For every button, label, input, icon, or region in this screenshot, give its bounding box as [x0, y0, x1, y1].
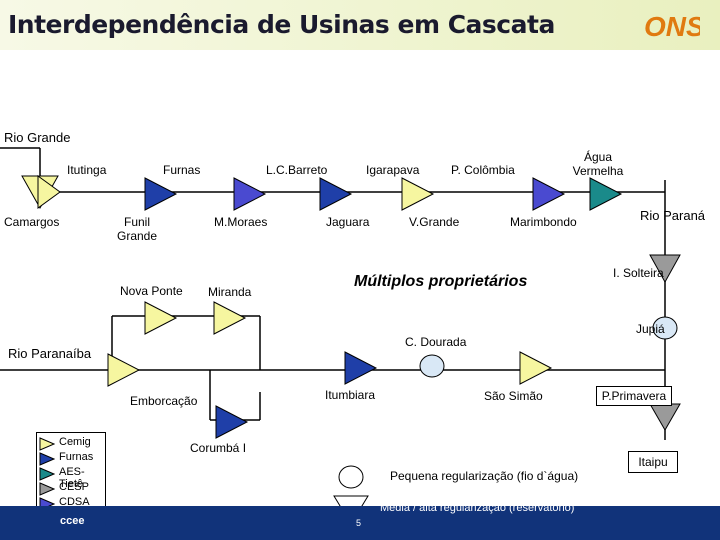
plant-furnas [144, 177, 178, 211]
label-itaipu: Itaipu [628, 451, 678, 473]
label-jupia: Jupiá [636, 322, 665, 336]
label-igarapava: Igarapava [366, 163, 420, 177]
ccee-logo: ccee [60, 515, 85, 527]
label-jaguara: Jaguara [326, 215, 370, 229]
plant-marimbondo [589, 177, 623, 211]
plant-igarapava [319, 177, 353, 211]
label-corumba: Corumbá I [190, 441, 247, 455]
header-bar: Interdependência de Usinas em Cascata ON… [0, 0, 720, 50]
page-number: 5 [356, 518, 362, 528]
label-agua-vermelha: Água Vermelha [572, 150, 624, 178]
legend-item: Cemig [37, 436, 105, 451]
legend-medium-reg-text: Média / alta regularização (reservatório… [380, 502, 575, 514]
plant-c-dourada [419, 354, 445, 378]
label-i-solteira: I. Solteira [613, 266, 664, 280]
river-label-paranaiba: Rio Paranaíba [8, 346, 92, 361]
plant-itumbiara [344, 351, 378, 385]
owner-legend: Cemig Furnas AES-Tietê CESP CDSA [36, 432, 106, 514]
plant-miranda [213, 301, 247, 335]
svg-text:ONS: ONS [644, 11, 700, 42]
plant-nova-ponte [144, 301, 178, 335]
plant-jupia [652, 316, 678, 340]
plant-pcolombia [401, 177, 435, 211]
legend-small-reg-text: Pequena regularização (fio d`água) [390, 469, 579, 483]
label-sao-simao: São Simão [484, 389, 543, 403]
plant-lc-barreto [233, 177, 267, 211]
legend-item: CESP [37, 481, 105, 496]
plant-i-solteira [649, 254, 681, 284]
label-pcolombia: P. Colômbia [451, 163, 515, 177]
label-camargos: Camargos [4, 215, 60, 229]
plant-agua-vermelha [532, 177, 566, 211]
label-vgrande: V.Grande [409, 215, 460, 229]
legend-small-reg-icon [338, 465, 364, 489]
legend-item: Furnas [37, 451, 105, 466]
plant-sao-simao [519, 351, 553, 385]
footer-bar [0, 506, 720, 540]
label-p-primavera: P.Primavera [596, 386, 672, 406]
label-lc-barreto: L.C.Barreto [266, 163, 328, 177]
river-label-grande: Rio Grande [4, 130, 71, 145]
label-itutinga: Itutinga [67, 163, 107, 177]
page-title: Interdependência de Usinas em Cascata [8, 10, 555, 39]
plant-camargos [37, 175, 61, 209]
plant-paranaiba-start [107, 353, 141, 387]
label-nova-ponte: Nova Ponte [120, 284, 183, 298]
plant-emborcacao [215, 405, 249, 439]
label-c-dourada: C. Dourada [405, 335, 467, 349]
label-funil-grande: Funil Grande [116, 215, 158, 243]
label-furnas: Furnas [163, 163, 201, 177]
legend-item: AES-Tietê [37, 466, 105, 490]
label-emborcacao: Emborcação [130, 394, 198, 408]
river-label-parana: Rio Paraná [640, 208, 706, 223]
ons-logo: ONS [644, 11, 700, 42]
label-miranda: Miranda [208, 285, 252, 299]
label-mmoraes: M.Moraes [214, 215, 268, 229]
plant-p-primavera [649, 403, 681, 432]
label-marimbondo: Marimbondo [510, 215, 577, 229]
label-multiple-owners: Múltiplos proprietários [354, 273, 528, 290]
label-itumbiara: Itumbiara [325, 388, 376, 402]
